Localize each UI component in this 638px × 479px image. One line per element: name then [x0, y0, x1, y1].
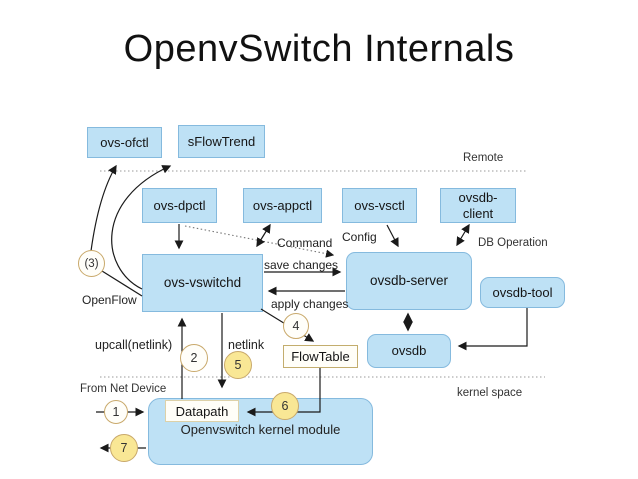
edge-label-openflow: OpenFlow — [82, 293, 137, 307]
node-ovsdb-label: ovsdb — [391, 343, 427, 359]
step-circle-4: 4 — [283, 313, 309, 339]
node-ovs-vsctl-label: ovs-vsctl — [354, 197, 405, 213]
edge-label-netlink: netlink — [228, 338, 265, 352]
step-circle-7: 7 — [110, 434, 138, 462]
node-kernel-module-label: Openvswitch kernel module — [180, 422, 341, 437]
step-circle-2-label: 2 — [190, 351, 198, 365]
node-ovs-dpctl-label: ovs-dpctl — [153, 197, 206, 213]
node-ovsdb-server-label: ovsdb-server — [369, 272, 449, 288]
edge-label-upcall: upcall(netlink) — [95, 338, 173, 352]
step-circle-6-label: 6 — [281, 399, 289, 413]
arrow-vsctl-config — [386, 224, 399, 248]
node-datapath: Datapath — [165, 400, 239, 422]
node-ovsdb-tool: ovsdb-tool — [480, 277, 565, 308]
step-circle-2: 2 — [180, 344, 208, 372]
node-ovs-ofctl: ovs-ofctl — [87, 127, 162, 158]
step-circle-1: 1 — [104, 400, 128, 424]
edge-label-db-operation: DB Operation — [478, 237, 548, 249]
edge-label-config: Config — [342, 230, 377, 244]
step-circle-5: 5 — [224, 351, 252, 379]
edge-label-save-changes: save changes — [264, 258, 339, 272]
arrow-appctl-command — [256, 223, 271, 248]
node-ovsdb-client-label: ovsdb- client — [458, 189, 498, 221]
remote-region-label: Remote — [463, 152, 504, 164]
node-ovsdb-server: ovsdb-server — [346, 252, 472, 310]
page-title: OpenvSwitch Internals — [123, 28, 515, 70]
node-ovsdb-client: ovsdb- client — [440, 188, 516, 223]
node-ovs-vsctl: ovs-vsctl — [342, 188, 417, 223]
node-ovs-ofctl-label: ovs-ofctl — [100, 134, 149, 150]
kernel-space-label: kernel space — [457, 387, 523, 399]
step-circle-3: (3) — [78, 250, 105, 277]
arrow-openflow-to-ovs-ofctl — [90, 164, 117, 252]
node-flowtable: FlowTable — [283, 345, 358, 368]
node-ovs-appctl: ovs-appctl — [243, 188, 322, 223]
node-ovs-vswitchd: ovs-vswitchd — [142, 254, 263, 312]
arrow-ovsdb-tool-to-ovsdb — [457, 308, 528, 351]
node-sflowtrend: sFlowTrend — [178, 125, 265, 158]
step-circle-4-label: 4 — [292, 319, 300, 333]
step-circle-5-label: 5 — [234, 358, 242, 372]
step-circle-3-label: (3) — [84, 257, 99, 270]
step-circle-7-label: 7 — [120, 441, 128, 455]
step-circle-6: 6 — [271, 392, 299, 420]
node-datapath-label: Datapath — [175, 403, 229, 419]
arrow-client-db-operation — [456, 223, 470, 247]
node-ovsdb: ovsdb — [367, 334, 451, 368]
node-ovs-appctl-label: ovs-appctl — [252, 197, 313, 213]
edge-label-command: Command — [277, 236, 333, 250]
node-flowtable-label: FlowTable — [291, 349, 350, 364]
edge-label-apply-changes: apply changes — [271, 297, 349, 311]
node-ovsdb-tool-label: ovsdb-tool — [492, 284, 553, 300]
node-sflowtrend-label: sFlowTrend — [187, 133, 256, 149]
from-net-device-label: From Net Device — [80, 383, 167, 395]
step-circle-1-label: 1 — [112, 405, 120, 419]
node-ovs-vswitchd-label: ovs-vswitchd — [163, 274, 242, 290]
node-ovs-dpctl: ovs-dpctl — [142, 188, 217, 223]
